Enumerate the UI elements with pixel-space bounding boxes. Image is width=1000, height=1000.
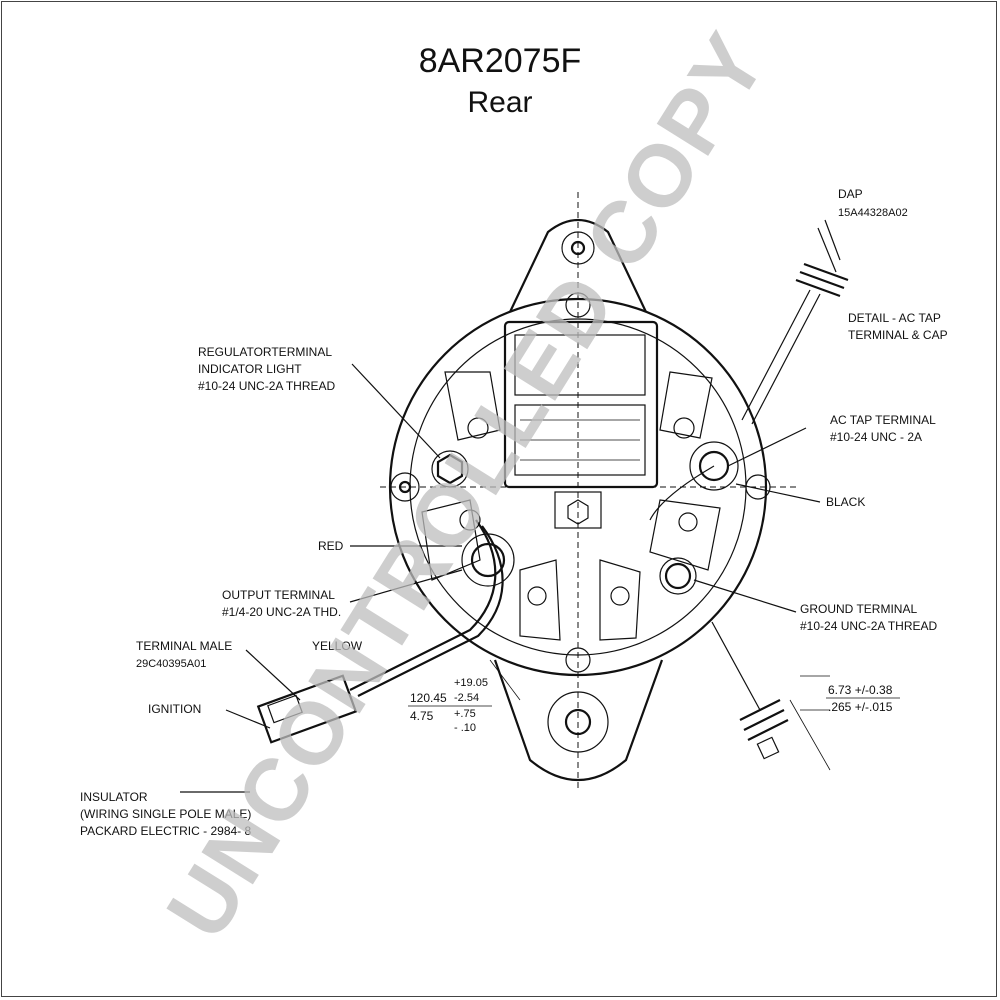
label-red: RED	[318, 539, 344, 553]
dim-nominal-in: 4.75	[410, 709, 434, 723]
label-dap: DAP	[838, 187, 863, 201]
regulator-module	[503, 320, 659, 529]
label-dap-part: 15A44328A02	[838, 207, 908, 219]
dap-detail	[741, 219, 849, 425]
label-insulator-2: (WIRING SINGLE POLE MALE)	[80, 807, 251, 821]
label-ignition: IGNITION	[148, 702, 201, 716]
uncontrolled-copy-watermark: UNCONTROLLED COPY	[147, 16, 785, 956]
label-output-1: OUTPUT TERMINAL	[222, 588, 335, 602]
ground-stud-detail	[711, 621, 831, 771]
label-ground-1: GROUND TERMINAL	[800, 602, 917, 616]
leader-lines	[180, 363, 821, 793]
wire-harness	[256, 465, 715, 744]
label-regulator-3: #10-24 UNC-2A THREAD	[198, 379, 335, 393]
label-regulator-1: REGULATORTERMINAL	[198, 345, 332, 359]
dim-tol-plus-top: +19.05	[454, 677, 488, 689]
alternator-housing	[388, 219, 771, 781]
label-insulator-3: PACKARD ELECTRIC - 2984- 8	[80, 824, 251, 838]
drawing-subtitle: Rear	[467, 86, 533, 119]
drawing-title: 8AR2075F	[418, 42, 582, 80]
label-insulator-1: INSULATOR	[80, 790, 148, 804]
label-black: BLACK	[826, 495, 865, 509]
label-terminal-male-2: 29C40395A01	[136, 658, 206, 670]
dim-tol-minus-bottom: - .10	[454, 722, 476, 734]
label-actap-2: #10-24 UNC - 2A	[830, 430, 922, 444]
label-output-2: #1/4-20 UNC-2A THD.	[222, 605, 341, 619]
label-ground-2: #10-24 UNC-2A THREAD	[800, 619, 937, 633]
dim-stud-in: .265 +/-.015	[828, 700, 893, 714]
dimension-callouts: +19.05 -2.54 120.45 4.75 +.75 - .10 6.73…	[410, 677, 900, 734]
label-terminal-male-1: TERMINAL MALE	[136, 639, 232, 653]
label-actap-1: AC TAP TERMINAL	[830, 413, 936, 427]
label-yellow: YELLOW	[312, 639, 363, 653]
label-detail-2: TERMINAL & CAP	[848, 328, 948, 342]
dim-stud-mm: 6.73 +/-0.38	[828, 683, 893, 697]
label-regulator-2: INDICATOR LIGHT	[198, 362, 302, 376]
dim-nominal-mm: 120.45	[410, 691, 447, 705]
callout-labels: DAP 15A44328A02 DETAIL - AC TAP TERMINAL…	[80, 187, 948, 838]
dim-tol-minus-top: -2.54	[454, 692, 479, 704]
rear-housing-slots	[421, 371, 721, 641]
dim-tol-plus-bottom: +.75	[454, 708, 476, 720]
label-detail-1: DETAIL - AC TAP	[848, 311, 941, 325]
